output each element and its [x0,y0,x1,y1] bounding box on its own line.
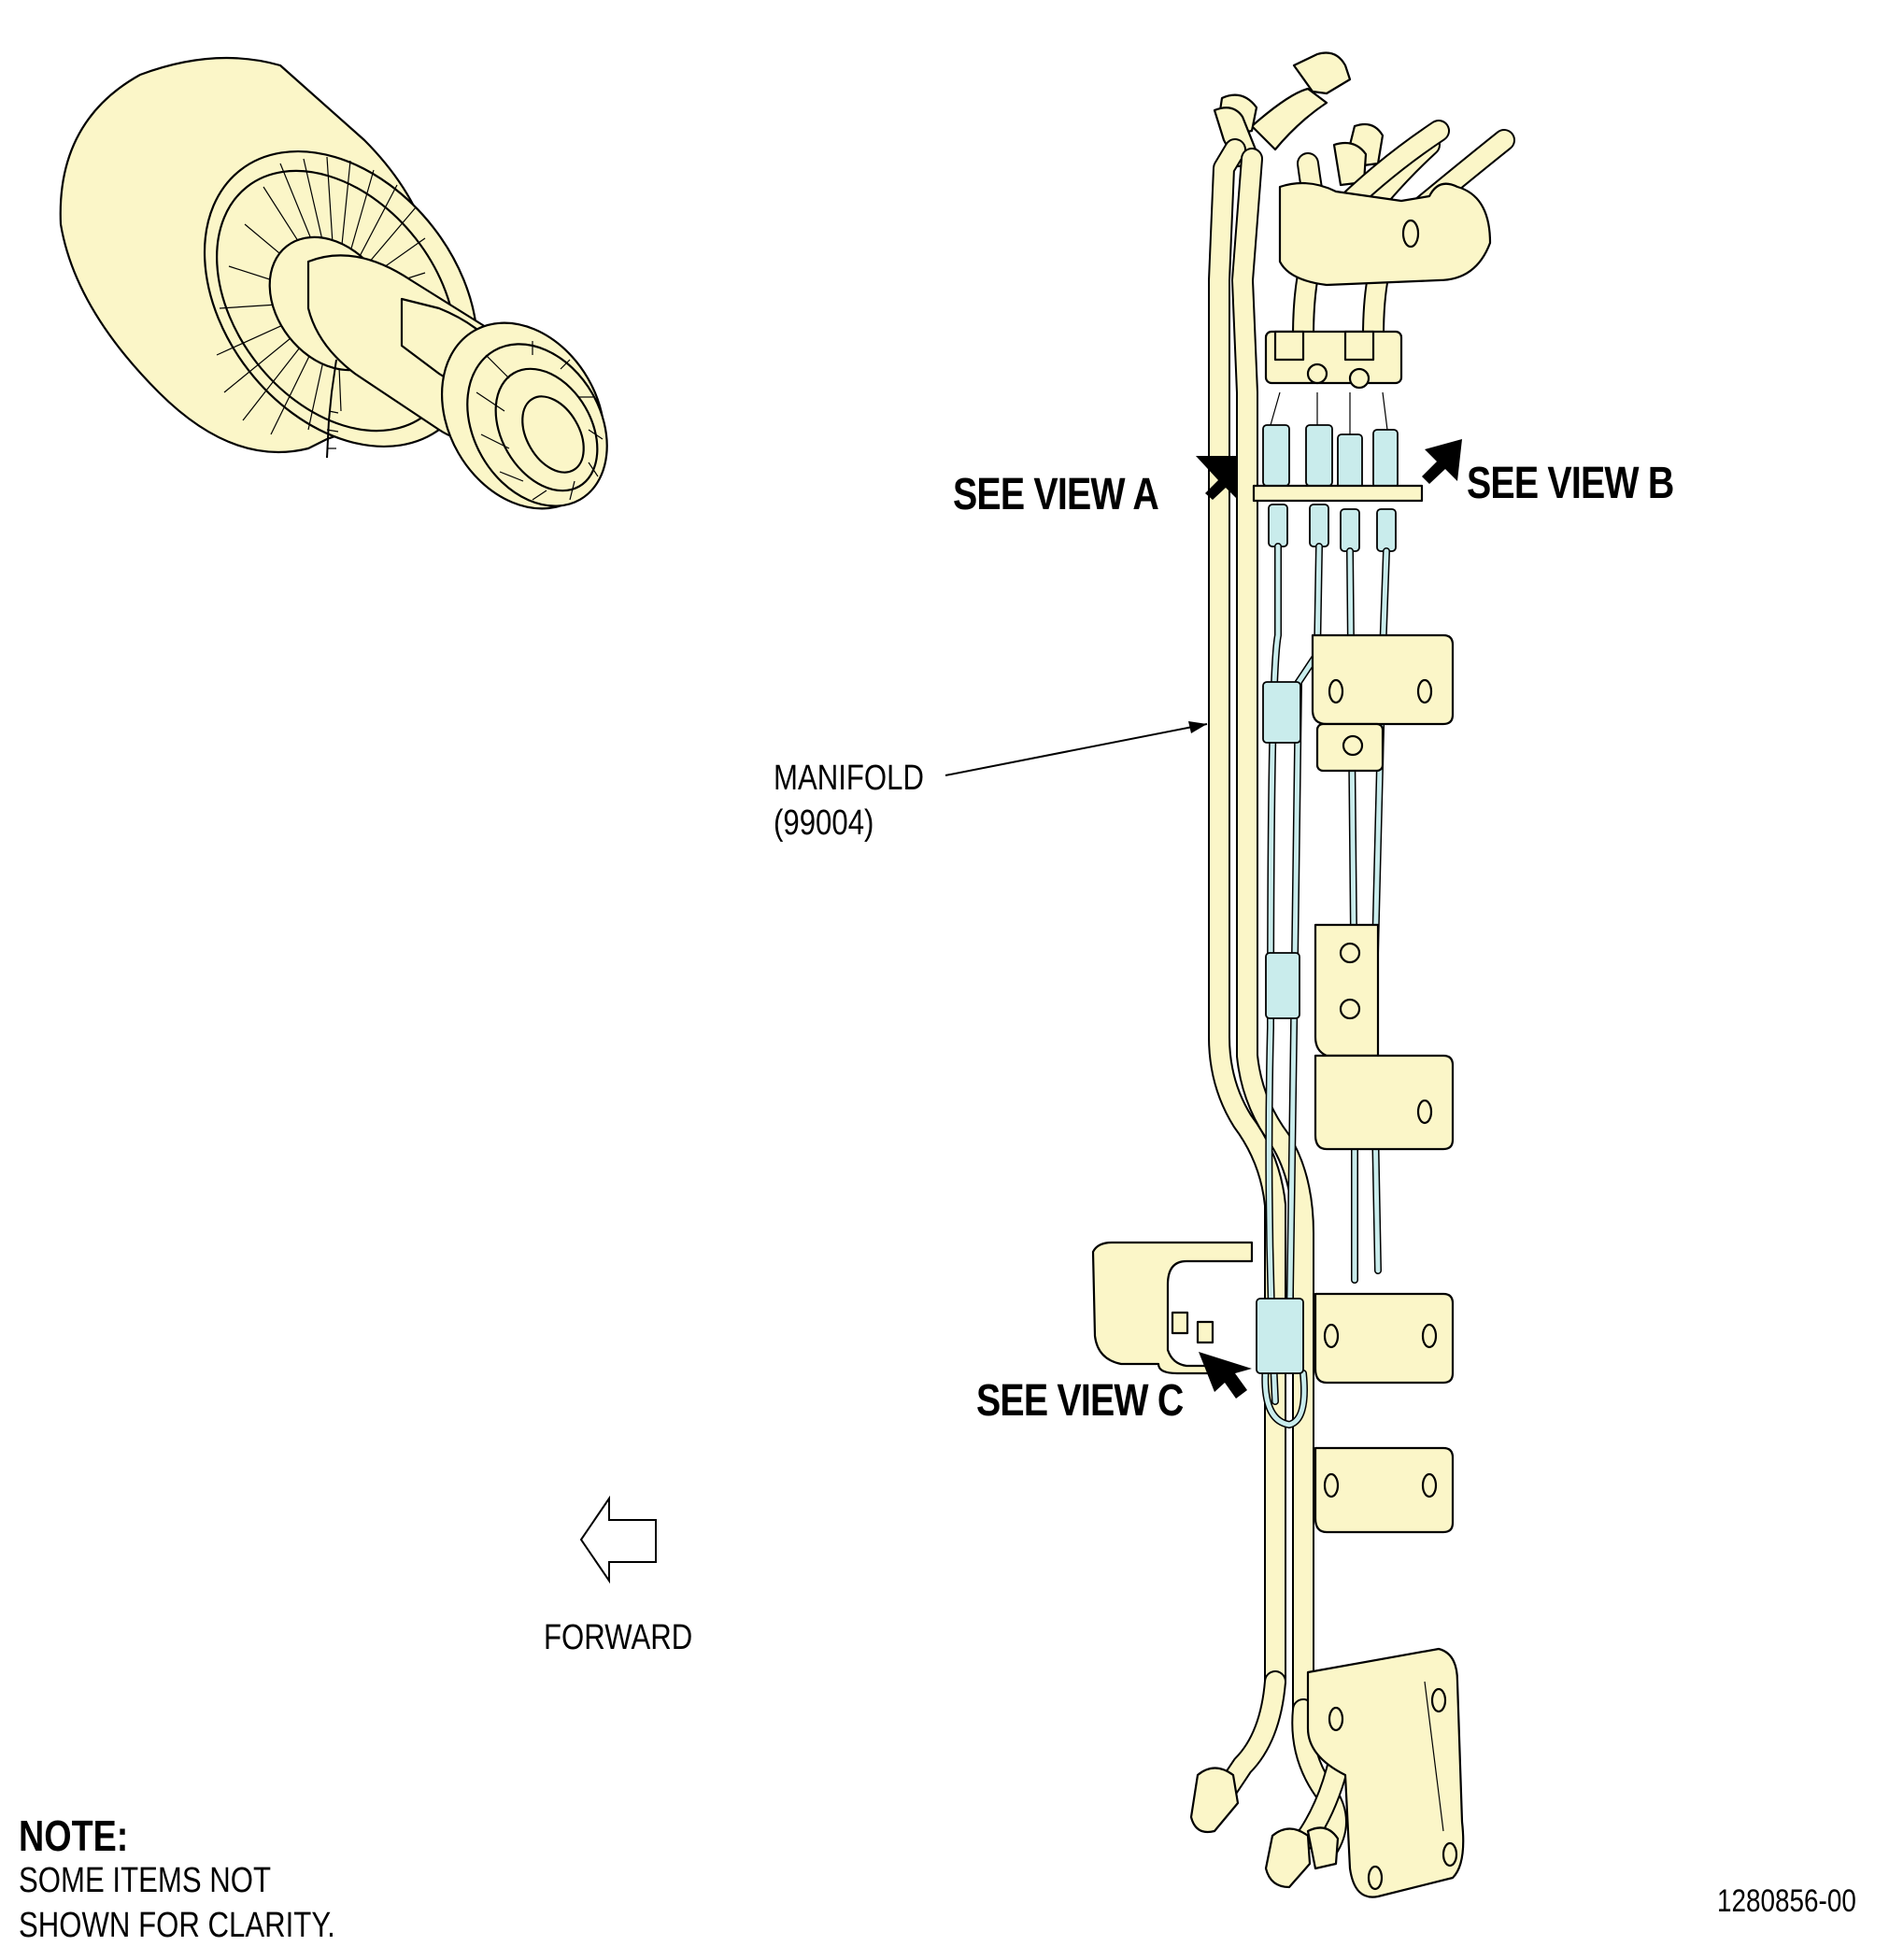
figure-id: 1280856-00 [1717,1883,1856,1919]
view-c-arrow [1199,1352,1252,1399]
see-view-a-label: SEE VIEW A [953,470,1159,519]
top-fittings [1213,51,1385,187]
bottom-fittings [1189,1767,1340,1889]
nut-group [1273,330,1375,390]
bracket-bolts [1171,1311,1214,1344]
sensor-units [1252,391,1424,552]
manifold-assembly [1091,51,1515,1898]
manifold-label: MANIFOLD [774,759,925,798]
note-heading: NOTE: [19,1811,129,1860]
note-line-1: SOME ITEMS NOT [19,1861,272,1900]
see-view-c-label: SEE VIEW C [976,1376,1184,1426]
manifold-part-number: (99004) [774,803,874,843]
note-line-2: SHOWN FOR CLARITY. [19,1906,335,1945]
forward-arrow-icon [579,1495,657,1584]
see-view-b-label: SEE VIEW B [1467,459,1674,508]
view-b-arrow [1422,439,1462,484]
engine-illustration [59,56,608,510]
manifold-leader [944,721,1208,776]
wire-clamps [1256,681,1304,1374]
mounting-brackets [1311,633,1455,1534]
view-a-arrow [1196,456,1238,500]
forward-label: FORWARD [544,1618,693,1657]
